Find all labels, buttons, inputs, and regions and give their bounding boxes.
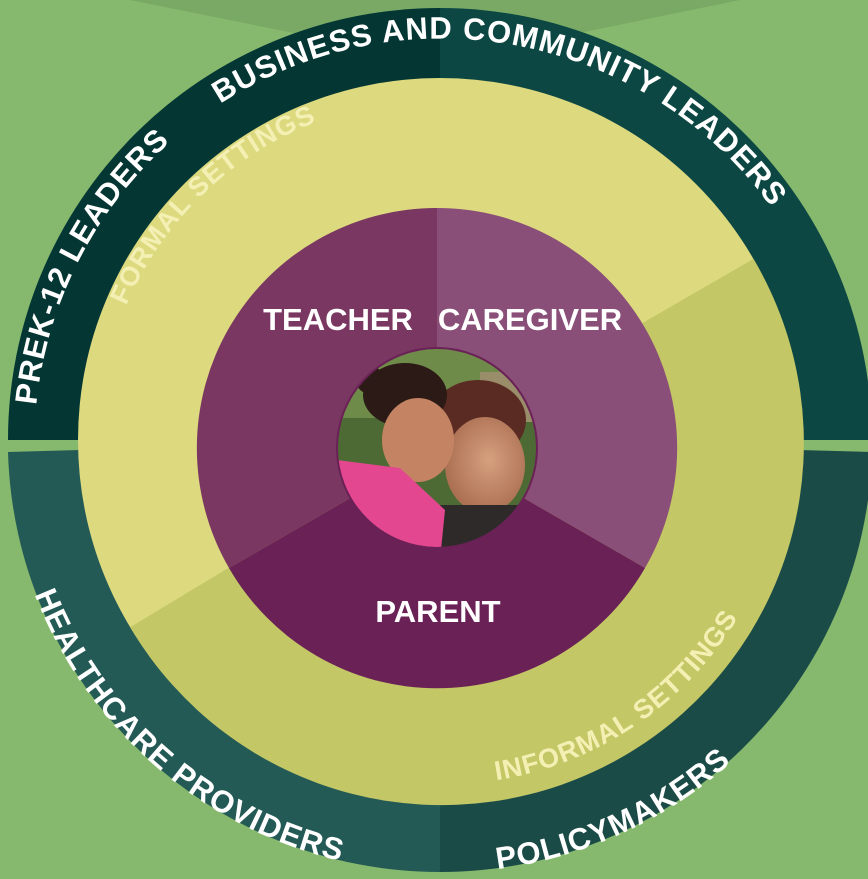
label-caregiver: CAREGIVER	[438, 302, 622, 337]
label-parent: PARENT	[375, 594, 500, 629]
label-teacher: TEACHER	[263, 302, 413, 337]
photo-frame	[336, 347, 538, 549]
sector-parent	[229, 448, 645, 689]
